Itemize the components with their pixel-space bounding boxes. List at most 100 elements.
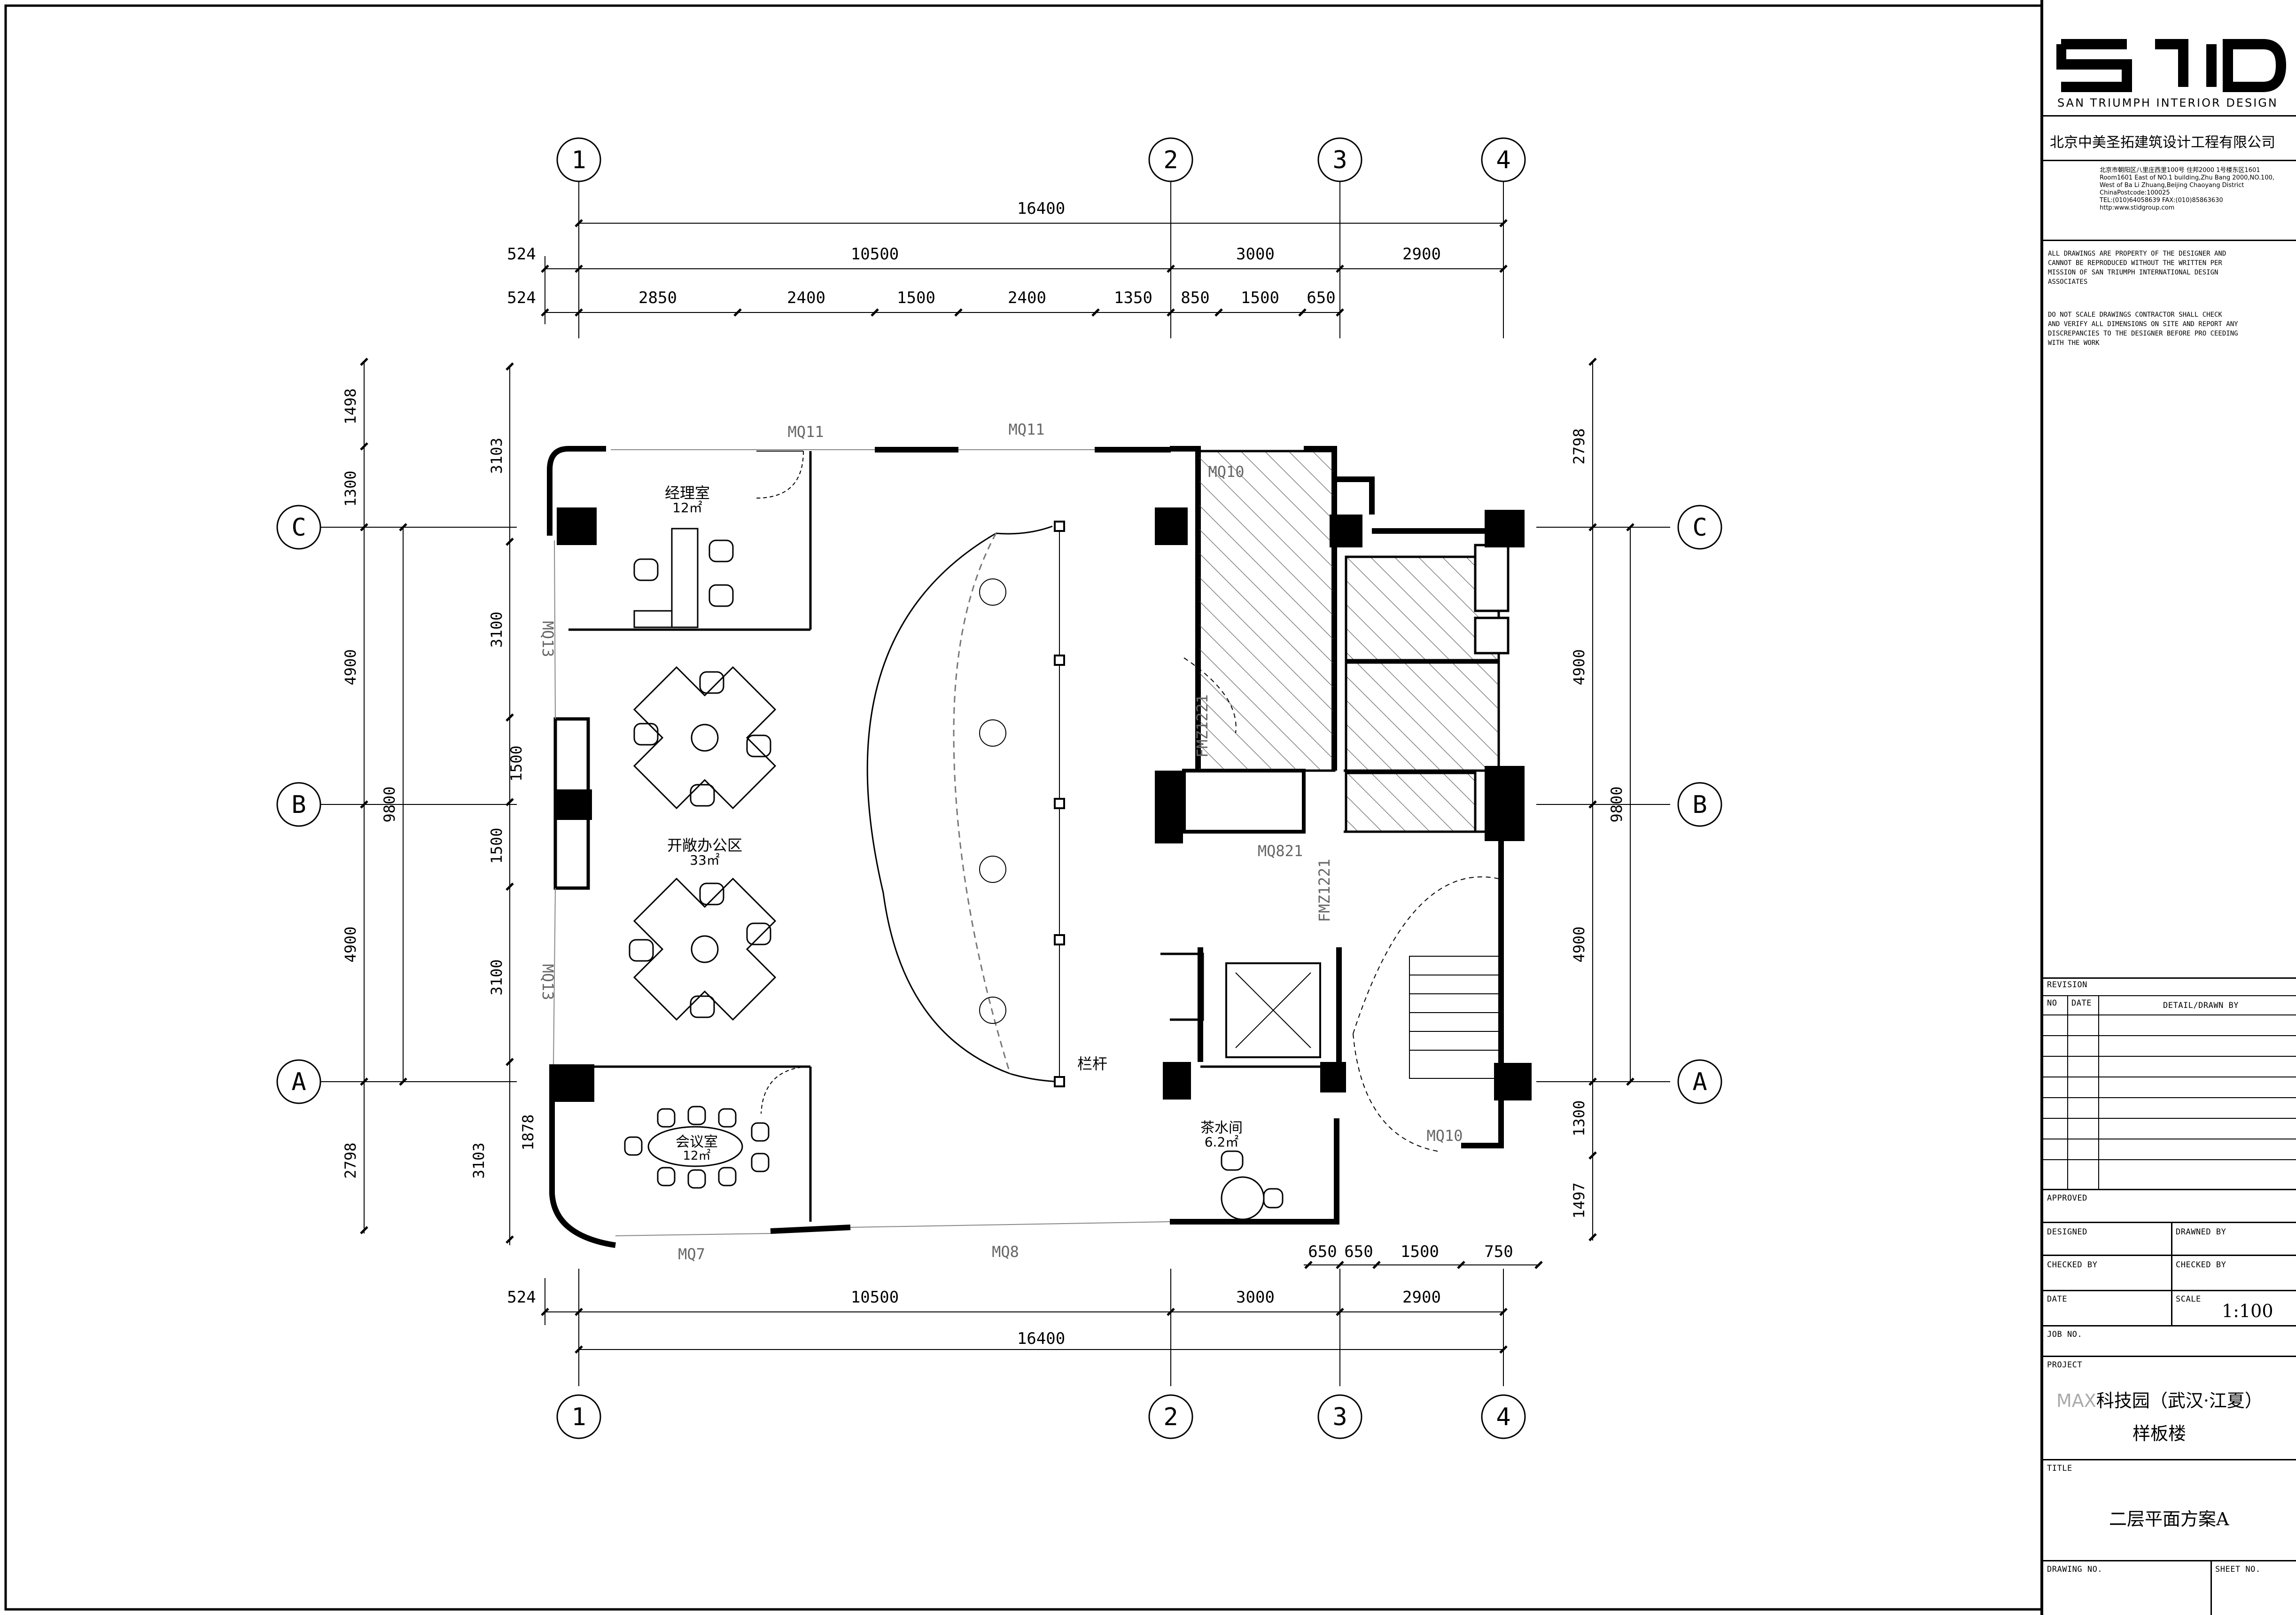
ceiling-lights [979,578,1006,1024]
title-block: SAN TRIUMPH INTERIOR DESIGN 北京中美圣拓建筑设计工程… [2040,0,2296,1615]
dim-top-1500: 1500 [897,289,935,307]
address-cn: 北京市朝阳区八里庄西里100号 住邦2000 1号楼东区1601 [2100,167,2260,174]
dim-top-2400a: 2400 [787,289,825,307]
grid-lines [319,179,1670,1386]
dim-left-4900b: 4900 [342,926,359,962]
dim-top-2400b: 2400 [1008,289,1046,307]
dim-right-1300: 1300 [1570,1100,1588,1136]
tag-mq10-a: MQ10 [1208,463,1244,481]
dim-top-2900: 2900 [1402,245,1441,264]
stair-lower [1353,876,1499,1152]
columns [552,507,1532,1102]
grid-label-2-top: 2 [1163,146,1178,174]
dim-left-3103b: 3103 [470,1142,488,1178]
project-prefix: MAX [2056,1390,2096,1411]
scale-label: SCALE [2176,1295,2201,1304]
room-name-meeting: 会议室 [676,1134,718,1150]
revision-date-header: DATE [2071,999,2092,1008]
dim-bottom-750: 750 [1484,1242,1513,1261]
revision-label: REVISION [2047,980,2087,990]
grid-bubbles [276,137,1722,1439]
tel-fax: TEL:(010)64058639 FAX:(010)85863630 [2100,197,2223,204]
tag-fmz-b: FMZ1221 [1315,859,1333,922]
tag-mq7: MQ7 [678,1245,705,1263]
stair-core [1197,450,1510,833]
tag-mq8: MQ8 [992,1243,1019,1261]
dim-bottom-650b: 650 [1344,1242,1373,1261]
door-swings [756,451,1237,1114]
grid-label-c-left: C [291,514,306,542]
tag-mq13-a: MQ13 [539,621,557,657]
dim-top-3000: 3000 [1236,245,1275,264]
address-en-1: Room1601 East of NO.1 building,Zhu Bang … [2100,174,2274,181]
dim-top-total: 16400 [1017,199,1065,218]
dim-right-4900b: 4900 [1570,926,1588,962]
meeting-table [624,1106,770,1189]
drawing-title: 二层平面方案A [2109,1509,2229,1529]
note1-line1: ALL DRAWINGS ARE PROPERTY OF THE DESIGNE… [2048,250,2226,257]
dim-left-9800: 9800 [381,786,398,822]
room-name-tea: 茶水间 [1200,1120,1243,1136]
checked-by-label: CHECKED BY [2047,1260,2098,1270]
grid-label-4-bottom: 4 [1496,1403,1510,1431]
tag-mq821: MQ821 [1258,842,1303,860]
grid-label-b-right: B [1692,791,1707,819]
job-no-label: JOB NO. [2047,1330,2083,1339]
dim-right-2798: 2798 [1570,428,1588,464]
workstation-cluster-1 [633,666,777,810]
dim-top-offset-2: 524 [507,289,536,307]
dim-bottom-650a: 650 [1308,1242,1337,1261]
grid-label-c-right: C [1692,514,1707,542]
room-area-meeting: 12㎡ [683,1149,710,1163]
scale-note: DO NOT SCALE DRAWINGS CONTRACTOR SHALL C… [2048,310,2238,348]
grid-label-a-left: A [291,1068,306,1096]
tb-divider [2171,1222,2172,1325]
grid-label-1-bottom: 1 [571,1403,586,1431]
designed-label: DESIGNED [2047,1227,2087,1237]
dim-top-1500b: 1500 [1241,289,1279,307]
dim-right-9800: 9800 [1608,786,1626,822]
dim-bottom-2900: 2900 [1402,1288,1441,1307]
dim-bottom-total: 16400 [1017,1329,1065,1348]
dim-bottom-1500: 1500 [1401,1242,1439,1261]
date-label: DATE [2047,1295,2067,1304]
tb-divider-bottom [2210,1560,2212,1615]
project-subtitle: 样板楼 [2133,1423,2187,1444]
dim-left-1300: 1300 [342,470,359,507]
postcode: ChinaPostcode:100025 [2100,189,2170,196]
atrium-void [866,525,1060,1083]
dimension-lines [360,219,1634,1354]
room-name-open-office: 开敞办公区 [667,836,742,854]
railing-label: 栏杆 [1077,1055,1107,1073]
railing-posts [1054,521,1065,1087]
tag-mq10-b: MQ10 [1426,1127,1463,1145]
left-glass-fin [553,717,590,890]
revision-detail-header: DETAIL/DRAWN BY [2163,1001,2239,1010]
dim-left-1878: 1878 [519,1114,537,1150]
brand-name: SAN TRIUMPH INTERIOR DESIGN [2057,96,2278,109]
dim-left-1500a: 1500 [507,745,525,781]
address-en-2: West of Ba Li Zhuang,Beijing Chaoyang Di… [2100,182,2244,189]
tag-mq11-b: MQ11 [1008,421,1044,438]
website: http:www.stidgroup.com [2100,204,2175,211]
dim-left-1498: 1498 [342,388,359,424]
dim-top-650: 650 [1307,289,1335,307]
note2-line3: DISCREPANCIES TO THE DESIGNER BEFORE PRO… [2048,330,2238,337]
room-area-open-office: 33㎡ [690,852,720,868]
note2-line1: DO NOT SCALE DRAWINGS CONTRACTOR SHALL C… [2048,311,2222,319]
sheet-no-label: SHEET NO. [2215,1565,2261,1574]
dim-left-2798: 2798 [342,1142,359,1178]
room-name-manager: 经理室 [665,484,710,502]
grid-label-4-top: 4 [1496,146,1510,174]
dim-left-1500b: 1500 [488,827,506,864]
workstation-cluster-2 [629,877,777,1021]
drawing-no-label: DRAWING NO. [2047,1565,2103,1574]
dim-right-4900a: 4900 [1570,649,1588,685]
scale-value: 1:100 [2222,1301,2273,1321]
dim-top-10500: 10500 [851,245,899,264]
grid-label-3-bottom: 3 [1332,1403,1347,1431]
dim-left-4900a: 4900 [342,649,359,685]
project-name-main: 科技园（武汉·江夏） [2096,1390,2263,1411]
dim-bottom-3000: 3000 [1236,1288,1275,1307]
